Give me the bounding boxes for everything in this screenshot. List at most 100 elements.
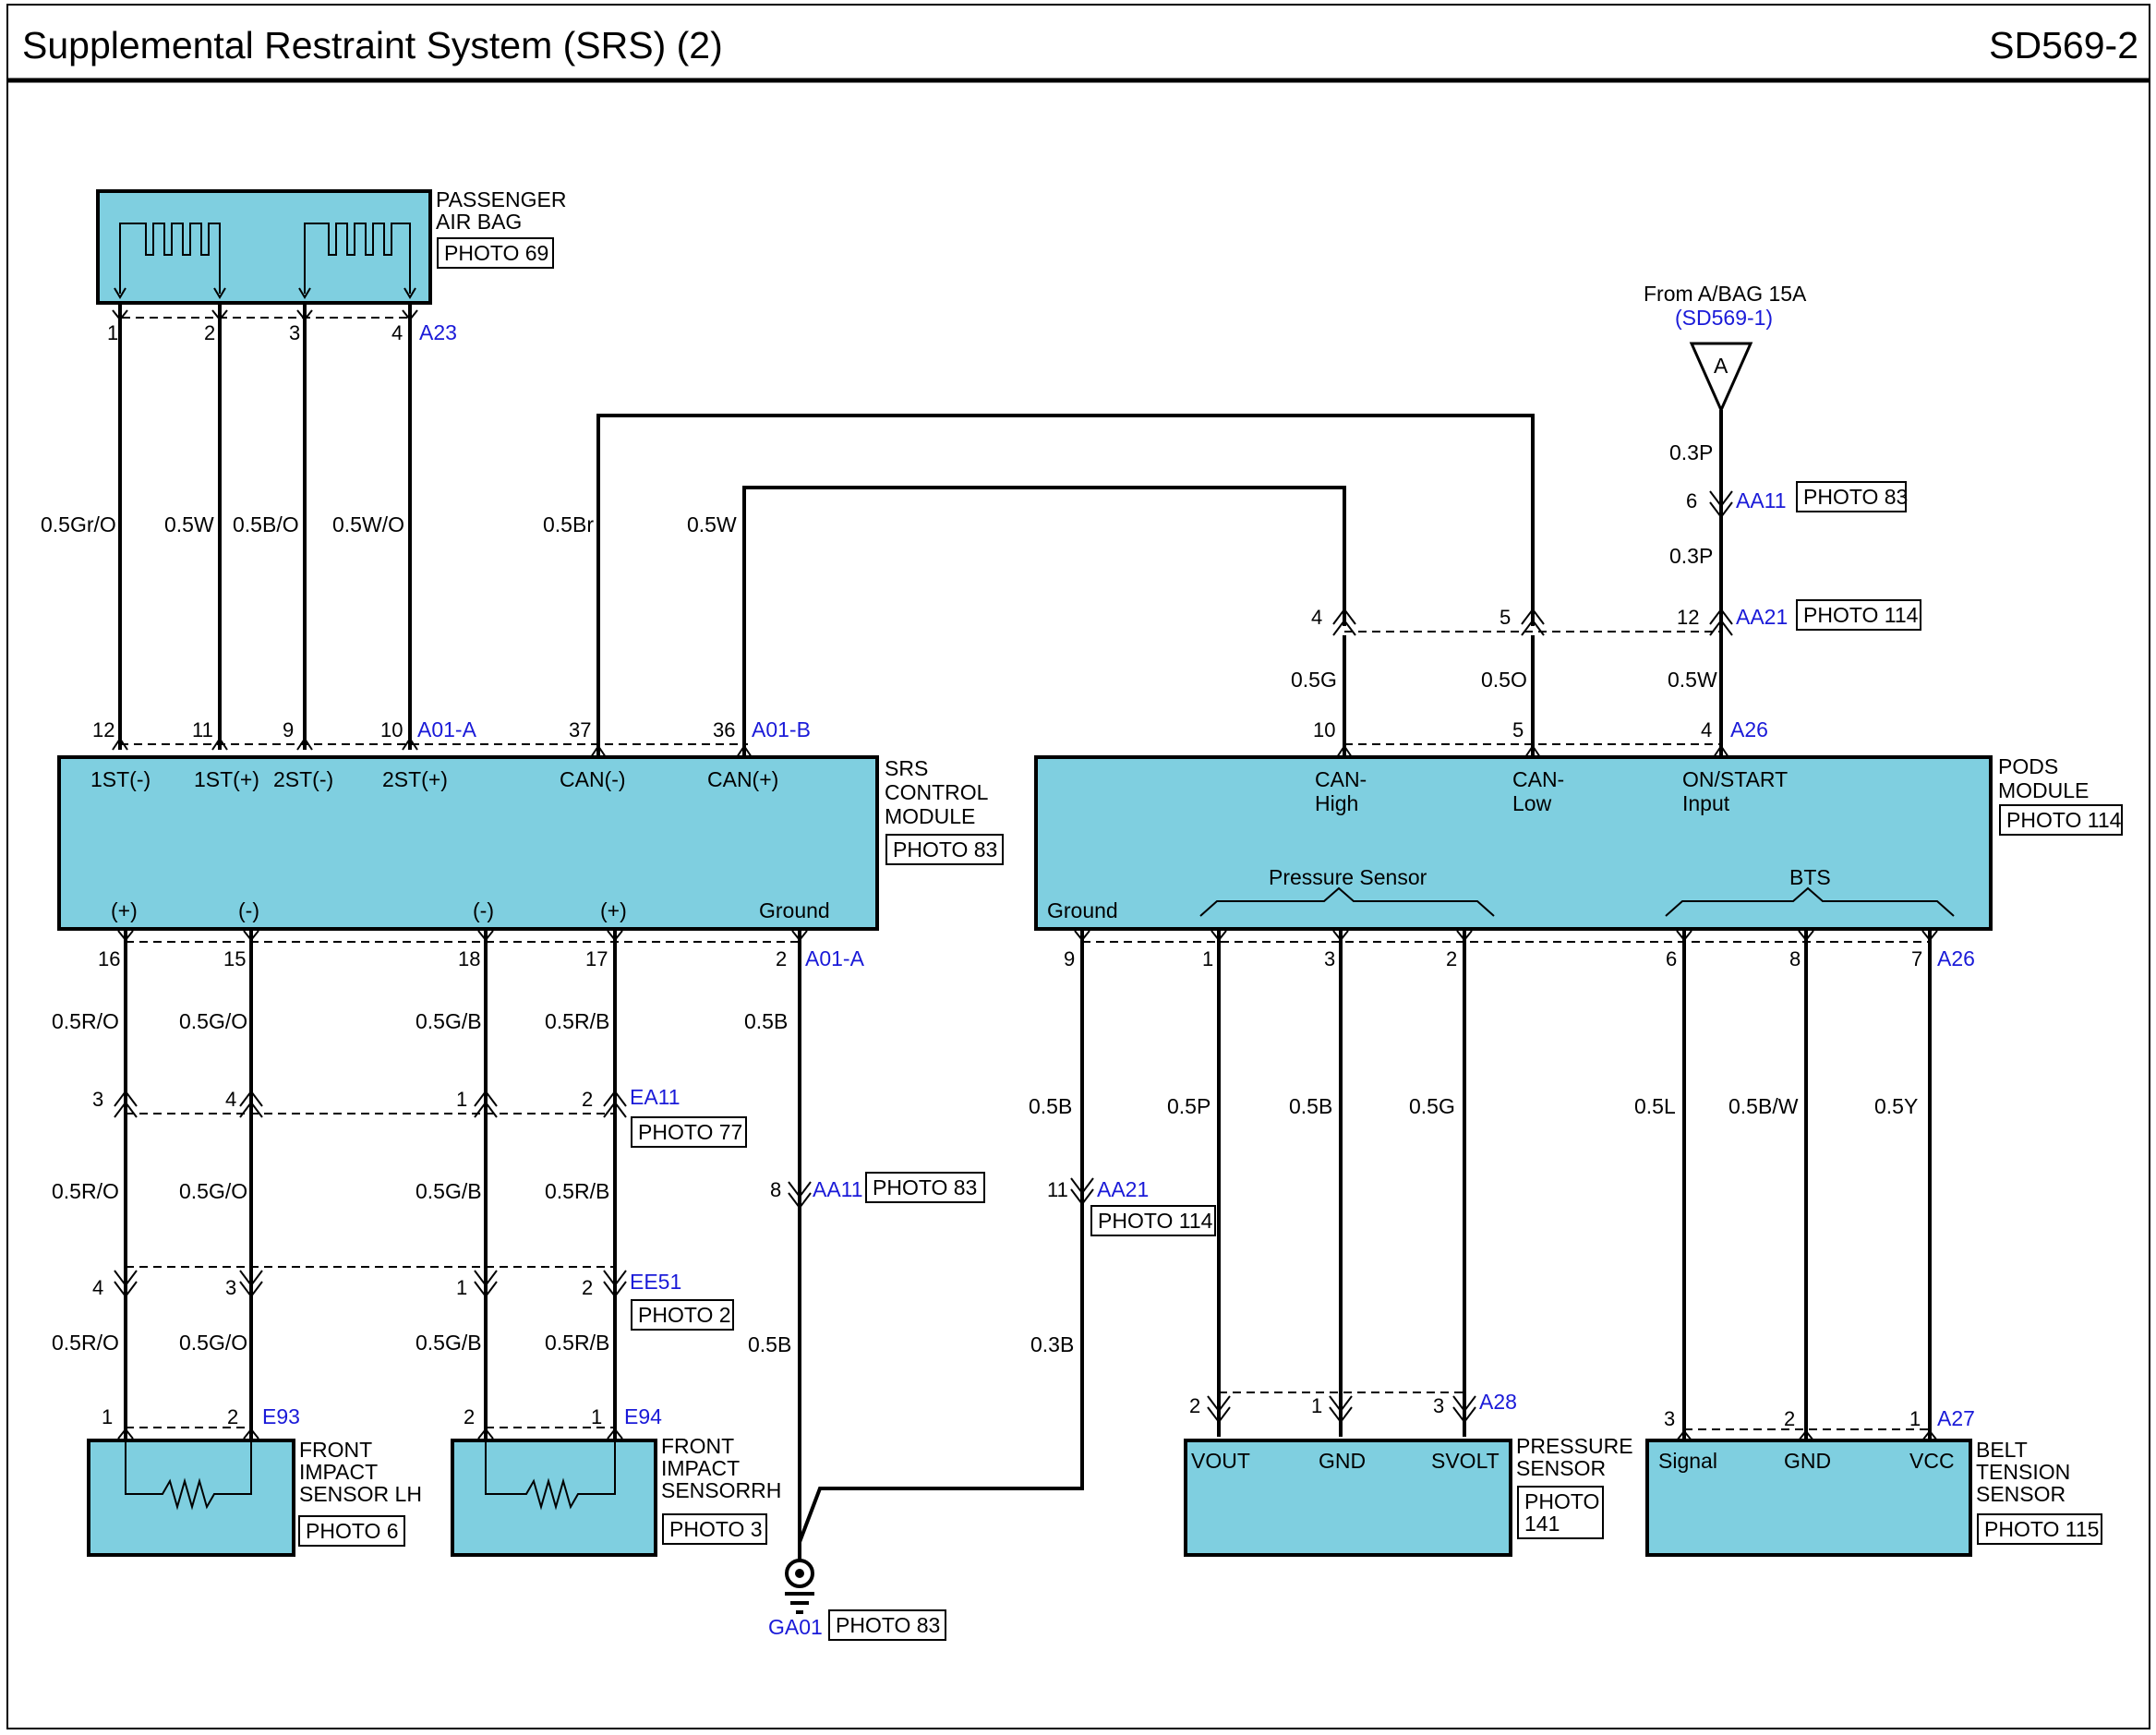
ground-bars-icon xyxy=(785,1542,814,1614)
pressure-pin-name: GND xyxy=(1319,1449,1366,1473)
pods-pin-name: CAN- xyxy=(1512,767,1564,791)
connector-aa11-photo: PHOTO 83 xyxy=(1803,485,1908,509)
wire-color-label: 0.5Gr/O xyxy=(41,512,116,536)
pods-module-photo: PHOTO 114 xyxy=(2006,808,2122,832)
pin-label: 16 xyxy=(98,947,120,970)
wire-color-label: 0.5W/O xyxy=(332,512,404,536)
pin-label: 3 xyxy=(225,1276,236,1299)
wire-color-label: 0.5R/O xyxy=(52,1009,119,1033)
front-lh-photo: PHOTO 6 xyxy=(306,1519,399,1543)
pin-label: 11 xyxy=(192,718,213,741)
front-lh-body xyxy=(87,1439,295,1557)
photo-ref-box xyxy=(885,834,1004,865)
pressure-sensor-brace xyxy=(1199,886,1495,917)
ground-id-label: GA01 xyxy=(768,1615,823,1639)
pin-label: 10 xyxy=(380,718,403,741)
resistor-icon xyxy=(485,1440,616,1511)
connector-aa11-srs-label: AA11 xyxy=(813,1177,863,1201)
srs-module-body xyxy=(57,755,879,931)
wire-color-label: 0.5B/O xyxy=(233,512,299,536)
pressure-pin-name: SVOLT xyxy=(1431,1449,1500,1473)
photo-ref-box xyxy=(1796,481,1907,512)
pin-label: 4 xyxy=(1701,718,1712,741)
wire-color-label: 0.5G/O xyxy=(179,1331,247,1355)
pin-label: 4 xyxy=(92,1276,103,1299)
wire-color-label: 0.5P xyxy=(1167,1094,1210,1118)
srs-module-label-3: MODULE xyxy=(885,804,975,828)
connector-aa21-label: AA21 xyxy=(1736,605,1788,629)
connector-aa11-srs-photo: PHOTO 83 xyxy=(873,1175,977,1199)
srs-pin-name: (+) xyxy=(111,898,138,922)
pin-label: 11 xyxy=(1047,1178,1068,1201)
passenger-air-bag-photo: PHOTO 69 xyxy=(444,241,548,265)
pin-label: 4 xyxy=(391,321,403,344)
ground-icon-dot xyxy=(795,1569,804,1578)
pin-label: 18 xyxy=(458,947,480,970)
front-rh-label-1: FRONT xyxy=(661,1434,734,1458)
srs-pin-name: 2ST(-) xyxy=(273,767,333,791)
pin-label: 5 xyxy=(1500,606,1511,629)
source-triangle-icon xyxy=(1689,342,1753,414)
srs-pin-name: (-) xyxy=(473,898,494,922)
wire-color-label: 0.5B xyxy=(1289,1094,1332,1118)
pods-pin-name: High xyxy=(1315,791,1358,815)
front-impact-sensor-lh: 1 2 E93 FRONT IMPACT SENSOR LH PHOTO 6 xyxy=(87,1404,422,1557)
srs-pin-name: (+) xyxy=(600,898,627,922)
pressure-sensor: 0.5P 0.5B 0.5G 2 1 3 A28 VOUT GND SVOLT … xyxy=(1167,929,1633,1557)
pods-pin-name: Ground xyxy=(1047,898,1118,922)
photo-ref-box xyxy=(1517,1486,1604,1539)
pin-label: 3 xyxy=(1664,1407,1675,1430)
pin-label: 5 xyxy=(1512,718,1524,741)
connector-a01-b-label: A01-B xyxy=(752,717,811,741)
pin-label: 2 xyxy=(776,947,787,970)
srs-pin-name: (-) xyxy=(238,898,259,922)
wire-color-label: 0.5B/W xyxy=(1728,1094,1799,1118)
pods-group-label: BTS xyxy=(1789,865,1831,889)
pin-label: 6 xyxy=(1686,489,1697,512)
connector-ee51-photo: PHOTO 2 xyxy=(638,1303,731,1327)
connector-aa11-label: AA11 xyxy=(1736,488,1787,512)
pin-label: 9 xyxy=(283,718,294,741)
passenger-air-bag-label-2: AIR BAG xyxy=(436,210,522,234)
photo-ref-box xyxy=(828,1609,946,1641)
pin-label: 1 xyxy=(102,1405,113,1428)
front-rh-label-2: IMPACT xyxy=(661,1456,740,1480)
pods-ground-circuit: 0.5B 11 AA21 PHOTO 114 0.3B xyxy=(798,929,1216,1543)
wire-color-label: 0.5G/O xyxy=(179,1179,247,1203)
pressure-sensor-label-2: SENSOR xyxy=(1516,1456,1606,1480)
wire-color-label: 0.5L xyxy=(1634,1094,1676,1118)
belt-tension-photo: PHOTO 115 xyxy=(1984,1517,2099,1541)
photo-ref-box xyxy=(437,237,554,269)
connector-ee51-label: EE51 xyxy=(630,1270,681,1294)
connector-a27-label: A27 xyxy=(1937,1406,1975,1430)
pin-label: 12 xyxy=(92,718,114,741)
connector-a26-top-label: A26 xyxy=(1730,717,1768,741)
photo-ref-box xyxy=(1796,599,1921,631)
pin-label: 4 xyxy=(1311,606,1322,629)
connector-aa21-gnd-label: AA21 xyxy=(1097,1177,1149,1201)
pin-label: 1 xyxy=(591,1405,602,1428)
connector-ea11-photo: PHOTO 77 xyxy=(638,1120,742,1144)
pin-label: 36 xyxy=(713,718,735,741)
wire-color-label: 0.3B xyxy=(1030,1332,1074,1356)
pin-label: 37 xyxy=(569,718,591,741)
pin-label: 3 xyxy=(289,321,300,344)
connector-e93-label: E93 xyxy=(262,1404,300,1428)
page-frame xyxy=(6,4,2150,1729)
pin-label: 2 xyxy=(1446,947,1457,970)
pin-label: 10 xyxy=(1313,718,1335,741)
bts-pin-name: VCC xyxy=(1909,1449,1955,1473)
wire-color-label: 0.5B xyxy=(748,1332,791,1356)
wire-color-label: 0.5W xyxy=(687,512,737,536)
resistor-icon xyxy=(125,1440,252,1511)
srs-module-label-1: SRS xyxy=(885,756,928,780)
connector-a28-label: A28 xyxy=(1479,1390,1517,1414)
pin-label: 2 xyxy=(1189,1394,1200,1417)
pressure-sensor-label-1: PRESSURE xyxy=(1516,1434,1633,1458)
pods-module-label-1: PODS xyxy=(1998,754,2058,778)
connector-e94-label: E94 xyxy=(624,1404,662,1428)
power-source: From A/BAG 15A (SD569-1) A 0.3P 0.3P 0.5… xyxy=(1644,282,1908,757)
wire-color-label: 0.5Br xyxy=(543,512,594,536)
pressure-sensor-photo-2: 141 xyxy=(1524,1512,1560,1536)
pin-label: 3 xyxy=(1433,1394,1444,1417)
